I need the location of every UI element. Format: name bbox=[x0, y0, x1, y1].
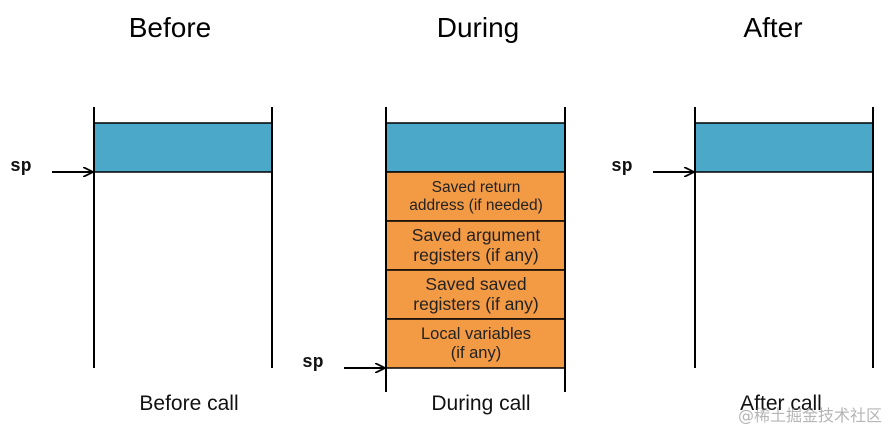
watermark: @稀土掘金技术社区 bbox=[737, 406, 882, 425]
frame-saved-argument bbox=[385, 220, 566, 271]
frame-saved-argument-label: Saved argument registers (if any) bbox=[388, 223, 564, 268]
frame-saved-argument-line2: registers (if any) bbox=[413, 244, 539, 265]
before-title: Before bbox=[128, 12, 212, 43]
before-caption: Before call bbox=[139, 392, 239, 415]
frame-saved-return-line2: address (if needed) bbox=[409, 196, 543, 214]
during-sp-label: sp bbox=[302, 353, 324, 373]
frame-saved-saved-line2: registers (if any) bbox=[413, 293, 539, 314]
frame-saved-argument-line1: Saved argument bbox=[411, 225, 541, 246]
during-caption: During call bbox=[431, 392, 531, 415]
frame-local-variables-label: Local variables (if any) bbox=[388, 321, 564, 366]
frame-saved-return bbox=[385, 171, 566, 222]
frame-local-variables bbox=[385, 318, 566, 369]
after-stack-top-block bbox=[694, 122, 874, 173]
during-stack-top-block bbox=[385, 122, 566, 173]
frame-local-variables-line1: Local variables bbox=[420, 325, 532, 344]
frame-saved-saved-line1: Saved saved bbox=[425, 274, 527, 295]
after-stack bbox=[653, 107, 874, 368]
during-stack bbox=[344, 107, 566, 392]
before-sp-label: sp bbox=[10, 157, 32, 177]
before-stack-top-block bbox=[93, 122, 273, 173]
before-stack bbox=[52, 107, 273, 368]
frame-saved-return-label: Saved return address (if needed) bbox=[388, 174, 564, 219]
after-sp-label: sp bbox=[611, 157, 633, 177]
after-caption: After call bbox=[740, 392, 822, 415]
during-title: During bbox=[436, 12, 520, 43]
frame-local-variables-line2: (if any) bbox=[450, 343, 502, 362]
frame-saved-saved-label: Saved saved registers (if any) bbox=[388, 272, 564, 317]
after-title: After bbox=[743, 12, 803, 43]
frame-saved-return-line1: Saved return bbox=[431, 179, 521, 197]
